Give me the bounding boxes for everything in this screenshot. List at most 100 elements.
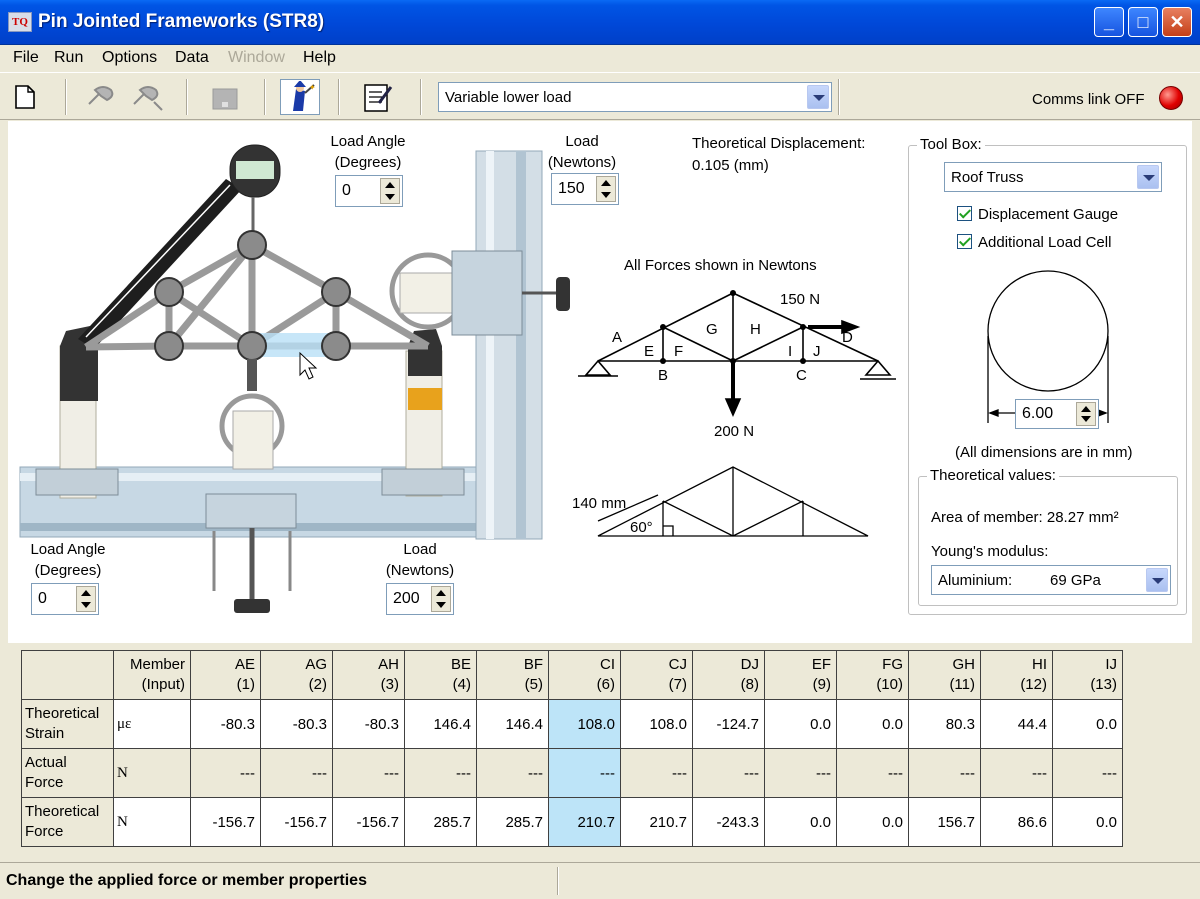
chevron-down-icon[interactable] bbox=[1137, 165, 1159, 189]
column-header[interactable]: IJ(13) bbox=[1052, 650, 1123, 700]
table-cell[interactable]: 210.7 bbox=[620, 797, 693, 847]
table-cell[interactable]: 0.0 bbox=[836, 699, 909, 749]
column-header[interactable]: CI(6) bbox=[548, 650, 621, 700]
table-cell[interactable]: 0.0 bbox=[764, 699, 837, 749]
maximize-button[interactable]: □ bbox=[1128, 7, 1158, 37]
table-cell[interactable]: --- bbox=[260, 748, 333, 798]
menu-options[interactable]: Options bbox=[102, 49, 158, 66]
column-header[interactable]: FG(10) bbox=[836, 650, 909, 700]
maximize-icon: □ bbox=[1137, 12, 1149, 32]
table-cell[interactable]: 285.7 bbox=[476, 797, 549, 847]
menu-help[interactable]: Help bbox=[303, 49, 336, 66]
table-cell[interactable]: 108.0 bbox=[620, 699, 693, 749]
table-cell[interactable]: 44.4 bbox=[980, 699, 1053, 749]
lower-load-spinner[interactable]: 200 bbox=[386, 583, 454, 615]
table-cell[interactable]: -156.7 bbox=[190, 797, 261, 847]
table-cell[interactable]: --- bbox=[190, 748, 261, 798]
toolbar-separator bbox=[65, 79, 67, 115]
menu-bar: File Run Options Data Window Help bbox=[0, 45, 1200, 71]
column-header[interactable]: AG(2) bbox=[260, 650, 333, 700]
table-cell[interactable]: 0.0 bbox=[1052, 699, 1123, 749]
table-cell[interactable]: --- bbox=[548, 748, 621, 798]
column-header[interactable]: AE(1) bbox=[190, 650, 261, 700]
table-cell[interactable]: -156.7 bbox=[332, 797, 405, 847]
table-cell[interactable]: 210.7 bbox=[548, 797, 621, 847]
experiment-select[interactable]: Variable lower load bbox=[438, 82, 832, 112]
column-header[interactable]: DJ(8) bbox=[692, 650, 765, 700]
table-cell[interactable]: --- bbox=[692, 748, 765, 798]
table-cell[interactable]: 156.7 bbox=[908, 797, 981, 847]
column-header[interactable]: EF(9) bbox=[764, 650, 837, 700]
table-cell[interactable]: --- bbox=[836, 748, 909, 798]
column-number: (13) bbox=[1090, 676, 1117, 693]
column-header[interactable]: HI(12) bbox=[980, 650, 1053, 700]
material-select[interactable]: Aluminium: 69 GPa bbox=[931, 565, 1171, 595]
column-header[interactable]: GH(11) bbox=[908, 650, 981, 700]
chevron-down-icon[interactable] bbox=[1146, 568, 1168, 592]
displacement-gauge-label: Displacement Gauge bbox=[978, 206, 1119, 223]
table-cell[interactable]: 80.3 bbox=[908, 699, 981, 749]
table-cell[interactable]: -156.7 bbox=[260, 797, 333, 847]
diameter-spinner[interactable]: 6.00 bbox=[1015, 399, 1099, 429]
spinner-arrows-icon[interactable] bbox=[380, 178, 400, 204]
column-header[interactable]: AH(3) bbox=[332, 650, 405, 700]
checkbox-checked-icon[interactable] bbox=[957, 206, 972, 221]
table-cell[interactable]: 146.4 bbox=[404, 699, 477, 749]
table-cell[interactable]: 0.0 bbox=[764, 797, 837, 847]
spinner-arrows-icon[interactable] bbox=[596, 176, 616, 202]
chevron-down-icon[interactable] bbox=[807, 85, 829, 109]
upper-load-value: 150 bbox=[558, 180, 585, 197]
column-number: (1) bbox=[236, 676, 255, 693]
spinner-arrows-icon[interactable] bbox=[76, 586, 96, 612]
table-cell[interactable]: --- bbox=[908, 748, 981, 798]
menu-file[interactable]: File bbox=[13, 49, 39, 66]
table-cell[interactable]: 108.0 bbox=[548, 699, 621, 749]
menu-run[interactable]: Run bbox=[54, 49, 84, 66]
truss-type-select[interactable]: Roof Truss bbox=[944, 162, 1162, 192]
toolbox-group: Tool Box: Roof Truss Displacement Gauge … bbox=[908, 136, 1187, 615]
unit-cell: με bbox=[113, 699, 191, 749]
lower-angle-label-text: Load Angle (Degrees) bbox=[30, 541, 106, 579]
dims-note: (All dimensions are in mm) bbox=[955, 444, 1133, 461]
minimize-button[interactable]: _ bbox=[1094, 7, 1124, 37]
lower-angle-spinner[interactable]: 0 bbox=[31, 583, 99, 615]
table-cell[interactable]: --- bbox=[620, 748, 693, 798]
column-header[interactable]: BF(5) bbox=[476, 650, 549, 700]
close-button[interactable]: ✕ bbox=[1162, 7, 1192, 37]
force-bottom-label: 200 N bbox=[714, 423, 755, 440]
table-cell[interactable]: --- bbox=[764, 748, 837, 798]
upper-angle-spinner[interactable]: 0 bbox=[335, 175, 403, 207]
menu-data[interactable]: Data bbox=[175, 49, 209, 66]
column-header[interactable]: CJ(7) bbox=[620, 650, 693, 700]
table-cell[interactable]: -243.3 bbox=[692, 797, 765, 847]
table-cell[interactable]: 146.4 bbox=[476, 699, 549, 749]
wizard-button[interactable]: ✦ bbox=[280, 79, 320, 115]
notes-button[interactable] bbox=[357, 79, 397, 115]
table-cell[interactable]: 0.0 bbox=[1052, 797, 1123, 847]
table-cell[interactable]: 86.6 bbox=[980, 797, 1053, 847]
status-separator bbox=[557, 867, 559, 895]
spinner-arrows-icon[interactable] bbox=[1076, 402, 1096, 426]
table-cell[interactable]: --- bbox=[332, 748, 405, 798]
upper-load-label-text: Load (Newtons) bbox=[547, 133, 617, 171]
upper-load-spinner[interactable]: 150 bbox=[551, 173, 619, 205]
table-cell[interactable]: -80.3 bbox=[260, 699, 333, 749]
new-file-button[interactable] bbox=[5, 79, 45, 115]
theoretical-values-group: Theoretical values: Area of member: 28.2… bbox=[918, 467, 1178, 606]
additional-load-cell-label: Additional Load Cell bbox=[978, 234, 1112, 251]
table-cell[interactable]: --- bbox=[1052, 748, 1123, 798]
additional-load-cell-checkbox[interactable]: Additional Load Cell bbox=[957, 234, 1111, 251]
table-cell[interactable]: -80.3 bbox=[332, 699, 405, 749]
spinner-arrows-icon[interactable] bbox=[431, 586, 451, 612]
table-cell[interactable]: --- bbox=[476, 748, 549, 798]
column-header[interactable]: BE(4) bbox=[404, 650, 477, 700]
table-cell[interactable]: 285.7 bbox=[404, 797, 477, 847]
table-cell[interactable]: -124.7 bbox=[692, 699, 765, 749]
table-cell[interactable]: --- bbox=[980, 748, 1053, 798]
checkbox-checked-icon[interactable] bbox=[957, 234, 972, 249]
table-cell[interactable]: -80.3 bbox=[190, 699, 261, 749]
displacement-gauge-checkbox[interactable]: Displacement Gauge bbox=[957, 206, 1118, 223]
table-cell[interactable]: --- bbox=[404, 748, 477, 798]
table-cell[interactable]: 0.0 bbox=[836, 797, 909, 847]
